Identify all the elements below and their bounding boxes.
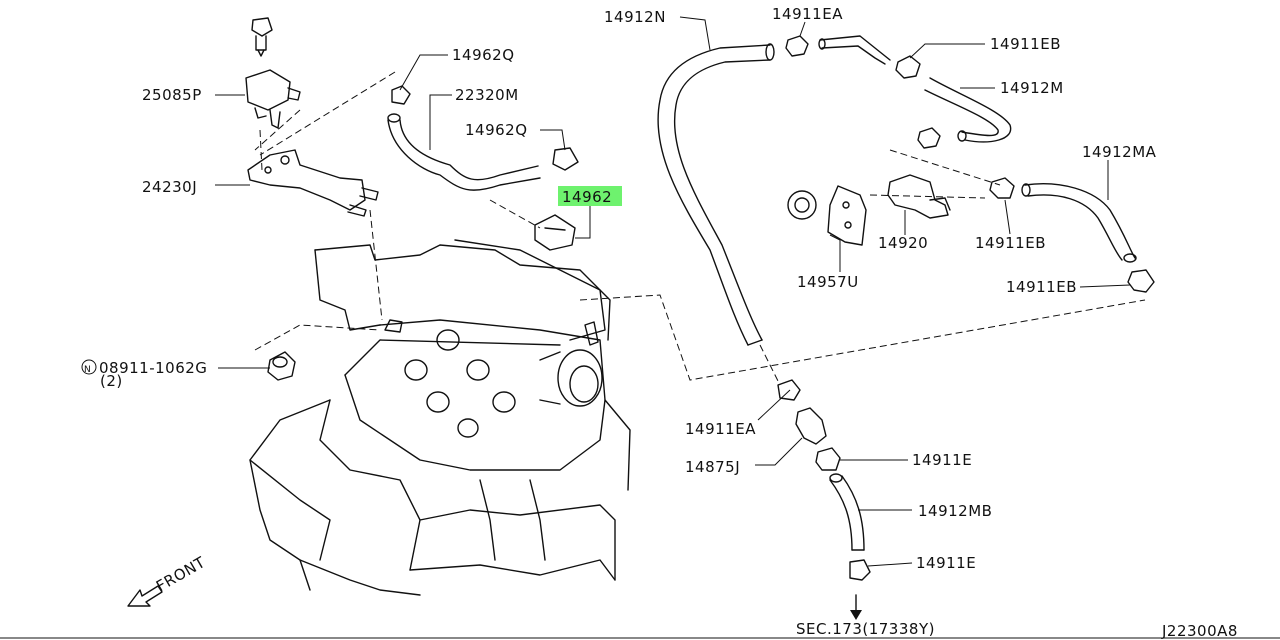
label-14912MB: 14912MB	[918, 502, 992, 520]
label-14912M: 14912M	[1000, 79, 1064, 97]
label-14962Q-top: 14962Q	[452, 46, 515, 64]
valve-14920	[887, 174, 951, 219]
bracket-14957U	[827, 185, 867, 246]
clamp-14911EB-right	[1127, 269, 1155, 293]
label-08911-qty: (2)	[100, 372, 123, 390]
sensor-25085P	[245, 17, 301, 129]
highlight-box-14962	[558, 186, 622, 206]
label-14911EB-top: 14911EB	[990, 35, 1061, 53]
clamp-14911EB-top	[895, 55, 921, 79]
label-14912MA: 14912MA	[1082, 143, 1157, 161]
label-14912N: 14912N	[604, 8, 666, 26]
label-sec: SEC.173(17338Y)	[796, 620, 935, 638]
label-24230J: 24230J	[142, 178, 197, 196]
label-14911EA-top: 14911EA	[772, 5, 843, 23]
label-08911: 08911-1062G	[99, 359, 207, 377]
label-14957U: 14957U	[797, 273, 859, 291]
dashed-guides	[254, 71, 1146, 386]
clamp-14911EB-mid	[989, 177, 1015, 199]
leader-lines	[215, 16, 1131, 567]
n-symbol-circle	[81, 359, 97, 375]
valve-14875J	[795, 407, 827, 445]
label-08911-prefix: N	[84, 365, 91, 375]
label-14911EB-right: 14911EB	[1006, 278, 1077, 296]
clamp-mid	[917, 127, 941, 149]
arrow-down	[850, 594, 862, 620]
label-14911E-1: 14911E	[912, 451, 972, 469]
pipe-top	[818, 35, 891, 65]
label-22320M: 22320M	[455, 86, 519, 104]
clamp-14911E-2	[849, 559, 871, 581]
hose-14912MA	[1021, 183, 1137, 263]
front-indicator: FRONT	[127, 553, 209, 607]
label-14911EA-low: 14911EA	[685, 420, 756, 438]
engine-assembly	[249, 239, 631, 596]
nut-08911	[267, 351, 296, 381]
diagram-id: J22300A8	[1161, 622, 1238, 640]
clamp-14911EA-low	[777, 379, 801, 401]
hose-14912M	[924, 77, 1012, 143]
grommet	[787, 190, 817, 220]
clamp-14911E-1	[815, 447, 841, 471]
hose-14912N	[657, 43, 775, 346]
clamp-14911EA-top	[785, 35, 809, 57]
label-14962[interactable]: 14962	[562, 188, 612, 206]
label-14911EB-mid: 14911EB	[975, 234, 1046, 252]
label-14920: 14920	[878, 234, 928, 252]
label-14911E-2: 14911E	[916, 554, 976, 572]
hose-22320M	[387, 85, 579, 251]
front-label: FRONT	[153, 553, 209, 596]
bracket-24230J	[247, 149, 379, 217]
label-14875J: 14875J	[685, 458, 740, 476]
hose-14912MB	[829, 473, 865, 551]
label-14962Q-mid: 14962Q	[465, 121, 528, 139]
label-25085P: 25085P	[142, 86, 202, 104]
